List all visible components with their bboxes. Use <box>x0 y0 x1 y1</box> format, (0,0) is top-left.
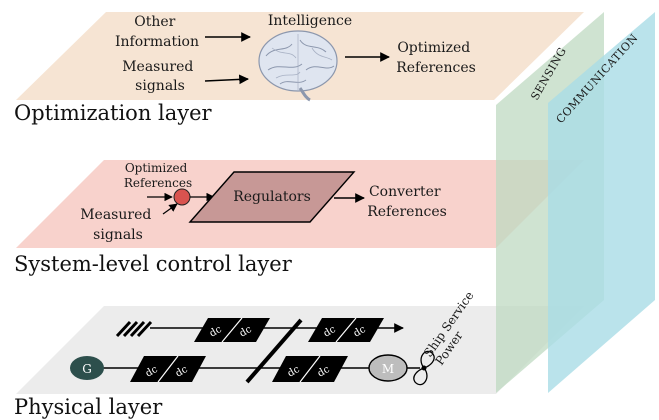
converter-references-line2: References <box>367 204 447 220</box>
converter-bottom-right: dc dc <box>272 355 348 383</box>
arrow-measured-to-sum <box>162 203 178 215</box>
intelligence-label: Intelligence <box>268 13 352 29</box>
measured-signals-control-line1: Measured <box>80 207 151 223</box>
regulators-block <box>188 171 356 223</box>
converter-top-left: dc dc <box>194 317 270 343</box>
physical-layer-title: Physical layer <box>14 395 163 419</box>
brain-icon <box>258 30 338 102</box>
converter-bottom-4-label: dc <box>316 364 332 380</box>
other-information-line1: Other <box>134 14 175 30</box>
measured-signals-label-top: Measured signals <box>122 59 198 94</box>
motor: M <box>368 354 408 382</box>
converter-bottom-2-label: dc <box>174 364 190 380</box>
generator-label: G <box>82 362 92 376</box>
converter-bottom-1-label: dc <box>144 364 160 380</box>
other-information-line2: Information <box>115 34 199 50</box>
optimized-references-input-line2: References <box>124 176 192 190</box>
generator: G <box>70 356 104 380</box>
optimized-references-output-line1: Optimized <box>397 40 470 56</box>
energy-storage-icon <box>115 320 153 338</box>
converter-top-2-label: dc <box>238 324 254 340</box>
system-level-control-layer-title: System-level control layer <box>14 252 293 276</box>
converter-top-right: dc dc <box>308 317 384 343</box>
other-information-label: Other Information <box>115 14 199 50</box>
converter-bottom-3-label: dc <box>286 364 302 380</box>
measured-signals-top-line2: signals <box>135 78 185 94</box>
converter-references-output: Converter References <box>367 184 447 220</box>
regulators-label: Regulators <box>233 189 311 205</box>
optimized-references-input: Optimized References <box>124 161 192 190</box>
arrow-measured-signals-top <box>204 74 249 85</box>
converter-bottom-left: dc dc <box>130 355 206 383</box>
propeller-icon <box>413 350 435 386</box>
measured-signals-top-line1: Measured <box>122 59 193 75</box>
converter-references-line1: Converter <box>369 184 441 200</box>
measured-signals-control-line2: signals <box>93 227 143 243</box>
circuit-breaker <box>245 318 303 384</box>
optimized-references-output: Optimized References <box>396 40 476 76</box>
converter-top-3-label: dc <box>322 324 338 340</box>
measured-signals-label-control: Measured signals <box>80 207 156 243</box>
motor-label: M <box>382 362 394 376</box>
optimized-references-output-line2: References <box>396 60 476 76</box>
summing-junction <box>173 188 191 206</box>
converter-top-4-label: dc <box>352 324 368 340</box>
communication-plane <box>548 12 655 393</box>
optimization-layer-title: Optimization layer <box>14 101 213 125</box>
converter-top-1-label: dc <box>208 324 224 340</box>
optimized-references-input-line1: Optimized <box>125 161 188 175</box>
